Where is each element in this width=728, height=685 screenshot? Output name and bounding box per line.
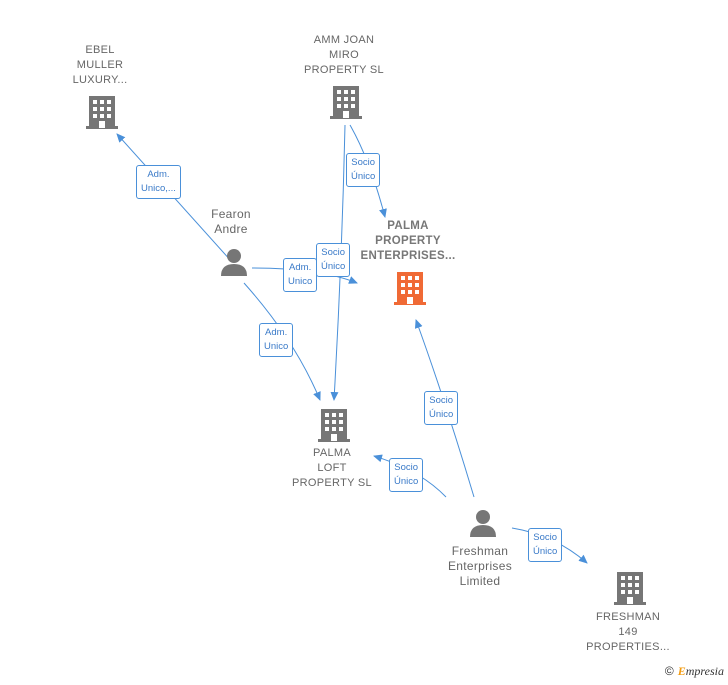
label-line: MULLER bbox=[76, 59, 124, 71]
edge-label-line: Único bbox=[533, 546, 558, 557]
edge-label-line: Socio bbox=[351, 157, 376, 168]
label-line: LOFT bbox=[317, 462, 347, 474]
label-line: Enterprises bbox=[448, 559, 512, 573]
label-line: ENTERPRISES... bbox=[360, 250, 456, 262]
node-label-palma-loft-property[interactable]: PALMA LOFT PROPERTY SL bbox=[282, 446, 382, 491]
person-icon[interactable] bbox=[468, 508, 498, 538]
label-line: Fearon bbox=[211, 207, 251, 221]
brand-initial: E bbox=[677, 664, 686, 678]
edge-label-fearon-palma-loft[interactable]: Adm. Unico bbox=[259, 323, 294, 357]
label-line: PALMA bbox=[313, 447, 351, 459]
building-icon[interactable] bbox=[86, 94, 118, 130]
edge-label-fearon-ebel[interactable]: Adm. Unico,... bbox=[136, 165, 181, 199]
label-line: PROPERTY SL bbox=[304, 64, 384, 76]
label-line: Limited bbox=[459, 574, 501, 588]
building-icon[interactable] bbox=[614, 570, 646, 606]
node-label-freshman-enterprises[interactable]: Freshman Enterprises Limited bbox=[434, 544, 526, 589]
edge-label-amm-palma-loft[interactable]: Socio Único bbox=[316, 243, 351, 277]
label-line: EBEL bbox=[85, 44, 115, 56]
edge-label-freshman-freshman149[interactable]: Socio Único bbox=[528, 528, 563, 562]
edge-label-freshman-palma-loft[interactable]: Socio Único bbox=[389, 458, 424, 492]
node-label-ebel-muller-luxury[interactable]: EBEL MULLER LUXURY... bbox=[62, 43, 138, 88]
edge-label-line: Único bbox=[429, 409, 454, 420]
edge-label-line: Socio bbox=[321, 247, 346, 258]
copyright-icon: © bbox=[664, 664, 674, 678]
label-line: PALMA bbox=[387, 220, 429, 232]
person-icon[interactable] bbox=[219, 247, 249, 277]
edge-label-line: Adm. bbox=[289, 262, 312, 273]
edge-label-freshman-palma-enterprises[interactable]: Socio Único bbox=[424, 391, 459, 425]
edge-label-line: Socio bbox=[429, 395, 454, 406]
node-label-freshman-149[interactable]: FRESHMAN 149 PROPERTIES... bbox=[578, 610, 678, 655]
label-line: Andre bbox=[214, 222, 248, 236]
brand-name: mpresia bbox=[685, 664, 724, 678]
edge-label-line: Unico bbox=[264, 341, 289, 352]
label-line: MIRO bbox=[329, 49, 359, 61]
edge-label-line: Unico bbox=[288, 276, 313, 287]
label-line: PROPERTIES... bbox=[586, 641, 670, 653]
node-label-palma-property-enterprises[interactable]: PALMA PROPERTY ENTERPRISES... bbox=[352, 219, 464, 264]
edge-label-line: Socio bbox=[394, 462, 419, 473]
building-icon[interactable] bbox=[318, 407, 350, 443]
node-label-amm-joan-miro[interactable]: AMM JOAN MIRO PROPERTY SL bbox=[294, 33, 394, 78]
edge-label-line: Adm. bbox=[147, 169, 170, 180]
edge-label-line: Único bbox=[321, 261, 346, 272]
label-line: AMM JOAN bbox=[313, 34, 375, 46]
building-icon-main[interactable] bbox=[394, 270, 426, 306]
edge-label-amm-palma-enterprises[interactable]: Socio Único bbox=[346, 153, 381, 187]
edge-label-line: Unico,... bbox=[141, 183, 176, 194]
label-line: PROPERTY bbox=[375, 235, 441, 247]
label-line: 149 bbox=[618, 626, 638, 638]
label-line: Freshman bbox=[451, 544, 509, 558]
edge-label-line: Único bbox=[351, 171, 376, 182]
label-line: PROPERTY SL bbox=[292, 477, 372, 489]
label-line: FRESHMAN bbox=[595, 611, 661, 623]
edge-label-line: Único bbox=[394, 476, 419, 487]
edge-label-line: Adm. bbox=[265, 327, 288, 338]
edge-lines bbox=[116, 124, 588, 564]
edge-label-fearon-palma-enterprises[interactable]: Adm. Unico bbox=[283, 258, 318, 292]
label-line: LUXURY... bbox=[72, 74, 128, 86]
building-icon[interactable] bbox=[330, 84, 362, 120]
edge-label-line: Socio bbox=[533, 532, 558, 543]
empresia-credit[interactable]: ©Empresia bbox=[665, 664, 724, 679]
node-label-fearon-andre[interactable]: Fearon Andre bbox=[196, 207, 266, 237]
